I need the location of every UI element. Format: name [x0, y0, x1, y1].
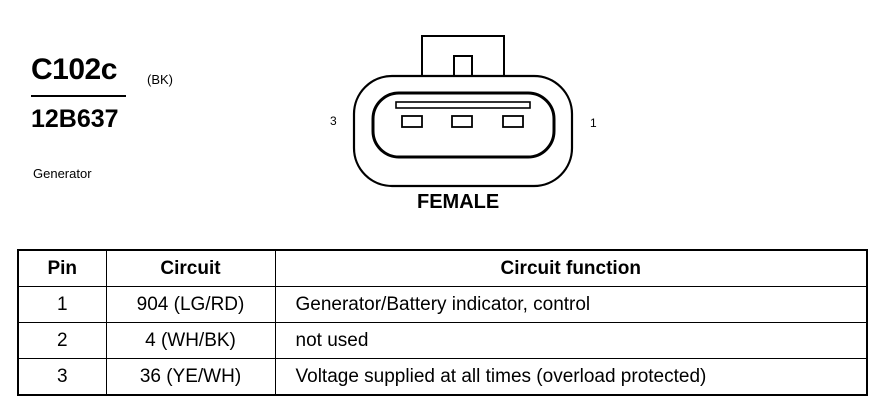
- circuit-cell: 36 (YE/WH): [105, 358, 276, 396]
- header-pin: Pin: [17, 249, 107, 287]
- pin-end-label-right: 1: [590, 116, 597, 130]
- key-rail: [395, 101, 531, 109]
- pin-end-label-left: 3: [330, 114, 337, 128]
- function-cell: Generator/Battery indicator, control: [274, 286, 868, 323]
- header-circuit-function: Circuit function: [274, 249, 868, 287]
- circuit-cell: 4 (WH/BK): [105, 322, 276, 359]
- connector-face-diagram: [352, 35, 574, 188]
- connector-gender-label: FEMALE: [417, 191, 500, 213]
- table-row: 2 4 (WH/BK) not used: [17, 322, 868, 359]
- pin-cell: 3: [17, 358, 107, 396]
- table-header-row: Pin Circuit Circuit function: [17, 249, 868, 287]
- terminal-cavity-2: [451, 115, 473, 128]
- connector-id: C102c: [31, 53, 117, 86]
- terminal-cavity-1: [502, 115, 524, 128]
- locking-tab-notch: [453, 55, 473, 76]
- connector-color: (BK): [147, 72, 173, 87]
- function-cell: not used: [274, 322, 868, 359]
- function-cell: Voltage supplied at all times (overload …: [274, 358, 868, 396]
- circuit-cell: 904 (LG/RD): [105, 286, 276, 323]
- locking-tab: [421, 35, 505, 76]
- pin-cell: 2: [17, 322, 107, 359]
- header-circuit: Circuit: [105, 249, 276, 287]
- pinout-table: Pin Circuit Circuit function 1 904 (LG/R…: [17, 249, 868, 396]
- table-row: 3 36 (YE/WH) Voltage supplied at all tim…: [17, 358, 868, 396]
- component-name: Generator: [33, 166, 92, 181]
- title-divider: [31, 95, 126, 97]
- part-number: 12B637: [31, 105, 119, 133]
- table-row: 1 904 (LG/RD) Generator/Battery indicato…: [17, 286, 868, 323]
- terminal-cavity-3: [401, 115, 423, 128]
- pin-cell: 1: [17, 286, 107, 323]
